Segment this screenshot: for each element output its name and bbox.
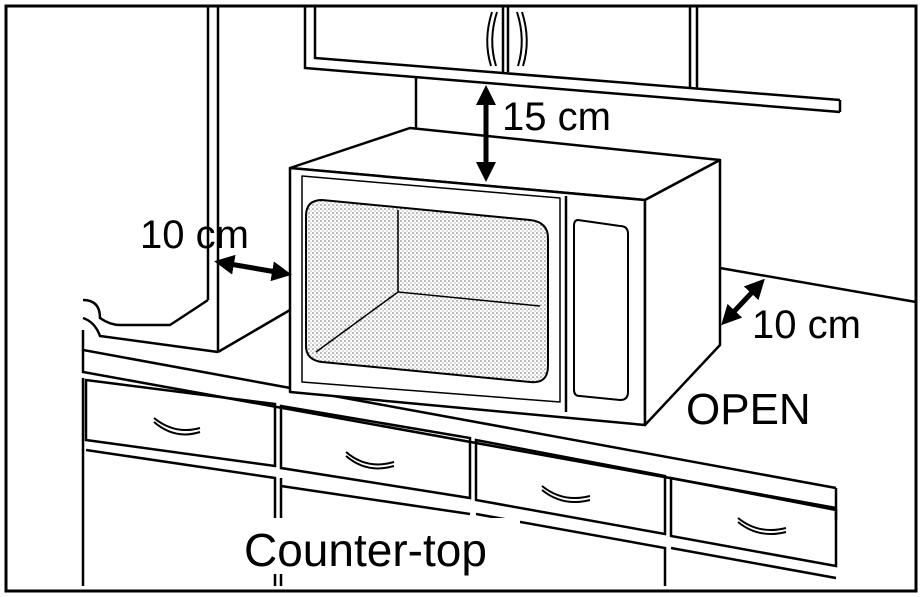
drawer-handle-1 [153, 417, 201, 436]
top-clearance-label: 15 cm [502, 95, 611, 139]
side-clearance-label: 10 cm [140, 213, 249, 257]
side-clearance-arrow-icon [214, 254, 292, 282]
countertop-label: Counter-top [244, 524, 487, 576]
drawer-handle-4 [737, 517, 787, 535]
lower-drawers [81, 378, 838, 586]
control-panel [573, 218, 629, 402]
open-label: OPEN [686, 385, 811, 434]
side-panel [82, 6, 291, 354]
upper-cabinet-handle-right [516, 11, 528, 67]
microwave-window [305, 198, 549, 384]
drawer-handle-3 [541, 485, 591, 503]
upper-cabinet-handle-left [486, 11, 498, 67]
counter-surface [81, 266, 917, 520]
rear-clearance-arrow-icon [721, 278, 765, 326]
outer-border [4, 4, 918, 593]
countertop-label-backdrop [236, 518, 520, 574]
rear-clearance-label: 10 cm [752, 303, 861, 347]
upper-cabinets [303, 6, 842, 130]
drawer-handle-2 [345, 451, 395, 470]
